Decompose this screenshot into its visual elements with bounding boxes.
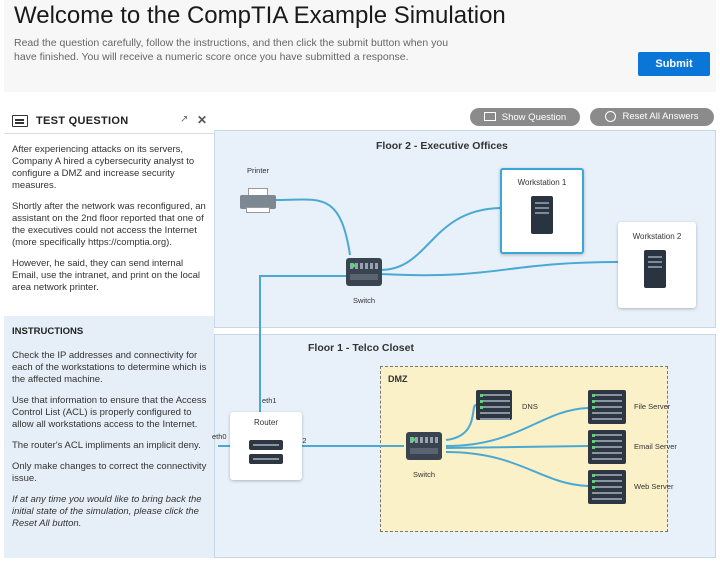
page-title: Welcome to the CompTIA Example Simulatio… <box>14 2 506 29</box>
instruction-paragraph: Check the IP addresses and connectivity … <box>12 350 207 385</box>
floor2-switch-icon[interactable] <box>346 258 382 286</box>
web-server-label: Web Server <box>634 482 674 491</box>
reset-all-button[interactable]: Reset All Answers <box>590 108 714 126</box>
dmz-switch-icon[interactable] <box>406 432 442 460</box>
question-list-icon <box>12 115 28 127</box>
question-text: After experiencing attacks on its server… <box>12 144 210 303</box>
instructions-header: INSTRUCTIONS <box>12 326 84 337</box>
computer-icon <box>644 250 666 288</box>
computer-icon <box>531 196 553 234</box>
email-server-label: Email Server <box>634 442 677 451</box>
question-paragraph: However, he said, they can send internal… <box>12 258 201 293</box>
question-paragraph: Shortly after the network was reconfigur… <box>12 201 206 248</box>
question-list-icon <box>483 112 496 122</box>
eth0-label: eth0 <box>212 432 227 441</box>
popout-icon[interactable]: ↗ <box>180 114 189 125</box>
router[interactable]: Router <box>230 412 302 480</box>
dns-server-icon[interactable] <box>476 390 512 420</box>
test-question-header: TEST QUESTION <box>36 115 129 127</box>
dmz-label: DMZ <box>388 374 408 384</box>
header: Welcome to the CompTIA Example Simulatio… <box>4 0 716 92</box>
instruction-paragraph: Only make changes to correct the connect… <box>12 461 207 484</box>
printer-icon[interactable] <box>240 188 276 214</box>
web-server-icon[interactable] <box>588 470 626 504</box>
workstation-1[interactable]: Workstation 1 <box>500 168 584 254</box>
instructions-text: Check the IP addresses and connectivity … <box>12 350 210 539</box>
instructions-section: INSTRUCTIONS Check the IP addresses and … <box>4 316 214 558</box>
reset-note: If at any time you would like to bring b… <box>12 494 202 529</box>
reset-all-label: Reset All Answers <box>622 111 699 123</box>
floor2-switch-label: Switch <box>353 296 376 305</box>
dns-label: DNS <box>522 402 538 411</box>
reset-icon <box>605 111 617 123</box>
close-icon[interactable]: ✕ <box>197 113 208 127</box>
workstation-2[interactable]: Workstation 2 <box>618 222 696 308</box>
workstation-2-label: Workstation 2 <box>632 232 682 241</box>
show-question-button[interactable]: Show Question <box>470 108 580 126</box>
printer-label: Printer <box>247 166 270 175</box>
eth1-label: eth1 <box>262 396 277 405</box>
question-paragraph: After experiencing attacks on its server… <box>12 144 195 191</box>
submit-button[interactable]: Submit <box>638 52 710 76</box>
floor1-title: Floor 1 - Telco Closet <box>308 342 414 354</box>
question-panel: TEST QUESTION ↗ ✕ After experiencing att… <box>4 108 214 558</box>
page-description: Read the question carefully, follow the … <box>14 37 449 63</box>
instruction-paragraph: The router's ACL impliments an implicit … <box>12 440 201 451</box>
file-server-label: File Server <box>634 402 671 411</box>
test-question-bar: TEST QUESTION ↗ ✕ <box>4 108 214 134</box>
dmz-switch-label: Switch <box>413 470 436 479</box>
show-question-label: Show Question <box>501 111 567 123</box>
floor2-title: Floor 2 - Executive Offices <box>376 140 508 152</box>
file-server-icon[interactable] <box>588 390 626 424</box>
instruction-paragraph: Use that information to ensure that the … <box>12 395 207 430</box>
workstation-1-label: Workstation 1 <box>517 178 567 187</box>
router-icon <box>249 440 283 466</box>
email-server-icon[interactable] <box>588 430 626 464</box>
router-label: Router <box>253 418 278 427</box>
